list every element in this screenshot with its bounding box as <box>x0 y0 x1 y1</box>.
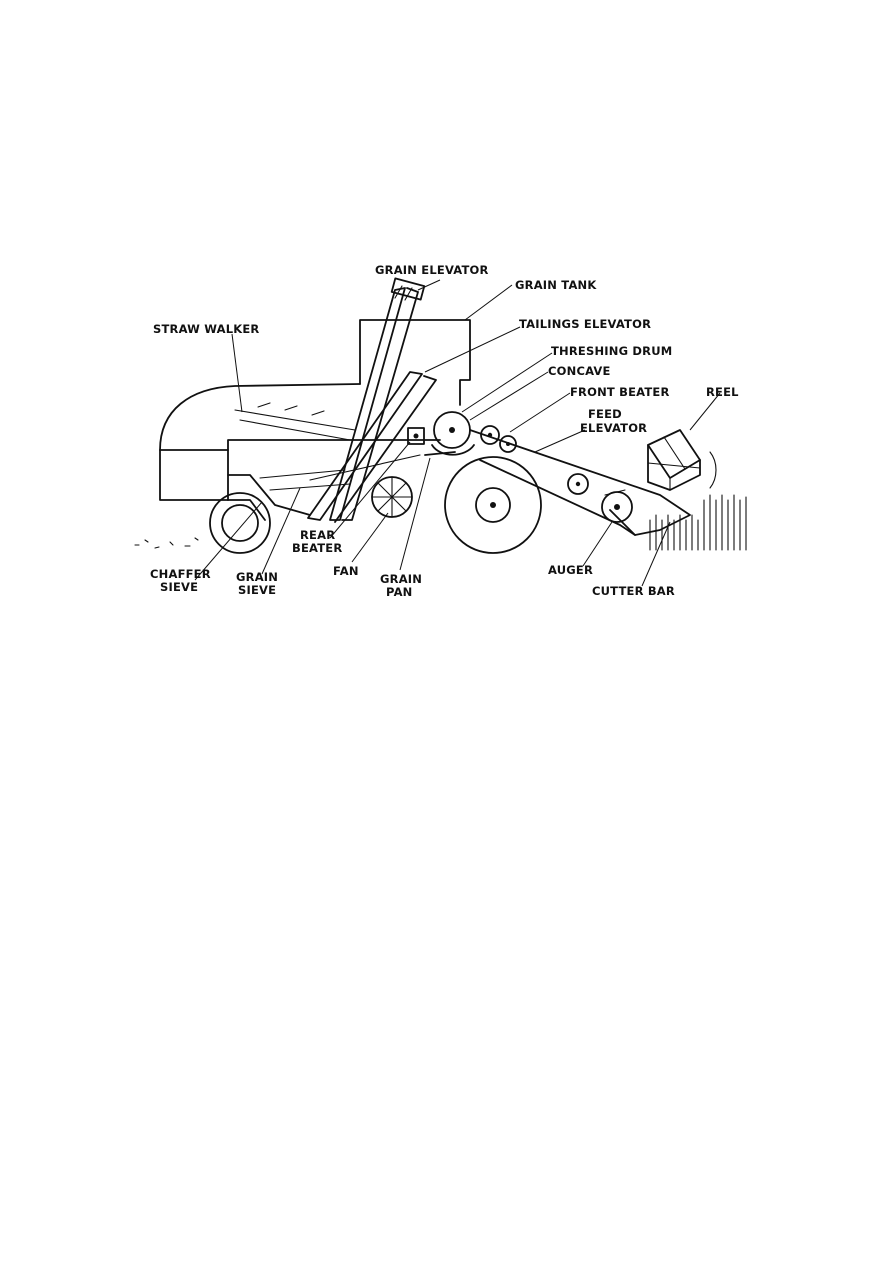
label-threshing-drum: THRESHING DRUM <box>551 344 672 358</box>
label-feed-elevator-line2: ELEVATOR <box>580 421 647 435</box>
label-grain-pan-line2: PAN <box>386 585 413 599</box>
label-grain-pan-line1: GRAIN <box>380 572 422 586</box>
sieves <box>259 454 421 491</box>
label-grain-sieve-line1: GRAIN <box>236 570 278 584</box>
label-rear-beater-line1: REAR <box>300 528 335 542</box>
label-front-beater: FRONT BEATER <box>570 385 670 399</box>
label-feed-elevator-line1: FEED <box>588 407 622 421</box>
threshing-drum <box>431 411 475 456</box>
front-beater <box>480 425 517 453</box>
reel <box>647 429 717 491</box>
label-auger: AUGER <box>548 563 593 577</box>
label-grain-elevator: GRAIN ELEVATOR <box>375 263 489 277</box>
label-rear-beater-line2: BEATER <box>292 541 342 555</box>
label-grain-tank: GRAIN TANK <box>515 278 597 292</box>
front-wheel <box>444 456 542 554</box>
leader-lines <box>194 279 721 587</box>
fan <box>371 476 413 518</box>
tailings-elevator <box>307 371 437 523</box>
crop-stubble <box>649 494 747 551</box>
label-cutter-bar: CUTTER BAR <box>592 584 675 598</box>
grain-elevator <box>329 277 426 521</box>
feeder-roller <box>567 473 589 495</box>
label-tailings-elevator: TAILINGS ELEVATOR <box>519 317 651 331</box>
auger <box>601 489 633 523</box>
combine-body <box>159 319 691 536</box>
straw-walker <box>234 402 356 441</box>
label-concave: CONCAVE <box>548 364 611 378</box>
label-grain-sieve-line2: SIEVE <box>238 583 276 597</box>
grain-pan <box>424 451 456 456</box>
rear-wheel <box>209 492 271 554</box>
rear-beater <box>407 427 425 445</box>
label-chaffer-sieve-line1: CHAFFER <box>150 567 211 581</box>
label-chaffer-sieve-line2: SIEVE <box>160 580 198 594</box>
ground-scatter <box>134 537 199 549</box>
labels: GRAIN ELEVATOR GRAIN TANK TAILINGS ELEVA… <box>150 263 739 599</box>
label-fan: FAN <box>333 564 359 578</box>
label-reel: REEL <box>706 385 739 399</box>
label-straw-walker: STRAW WALKER <box>153 322 259 336</box>
